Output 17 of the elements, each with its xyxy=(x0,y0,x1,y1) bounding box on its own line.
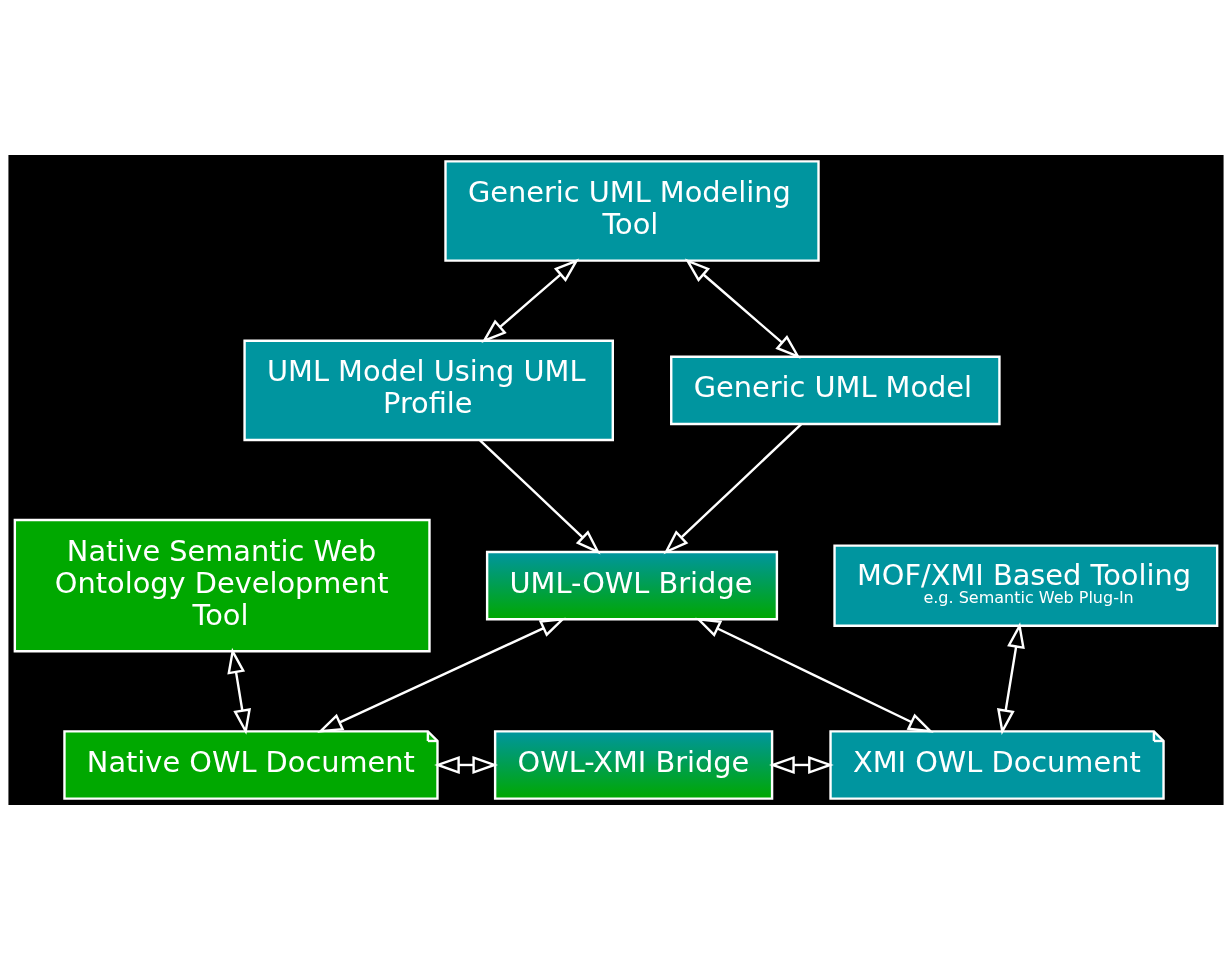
node-box: UML Model Using UML Profile xyxy=(243,339,614,441)
arrow xyxy=(684,257,801,359)
arrow xyxy=(434,755,499,774)
node-box: OWL-XMI Bridge xyxy=(493,729,774,800)
node-box: MOF/XMI Based Tooling e.g. Semantic Web Plug-In xyxy=(833,543,1219,627)
node-box: Native Semantic Web Ontology Development Tool xyxy=(13,518,431,652)
arrow xyxy=(769,755,834,774)
node-box: UML-OWL Bridge xyxy=(485,550,779,620)
arrow xyxy=(227,647,251,735)
arrow xyxy=(317,617,566,733)
arrow xyxy=(695,617,934,733)
arrow xyxy=(663,422,803,554)
node-box: Generic UML Modeling Tool xyxy=(444,159,820,262)
arrow xyxy=(481,257,580,343)
node-box: Generic UML Model xyxy=(670,355,1001,425)
arrow xyxy=(997,621,1025,735)
arrow xyxy=(479,439,601,554)
